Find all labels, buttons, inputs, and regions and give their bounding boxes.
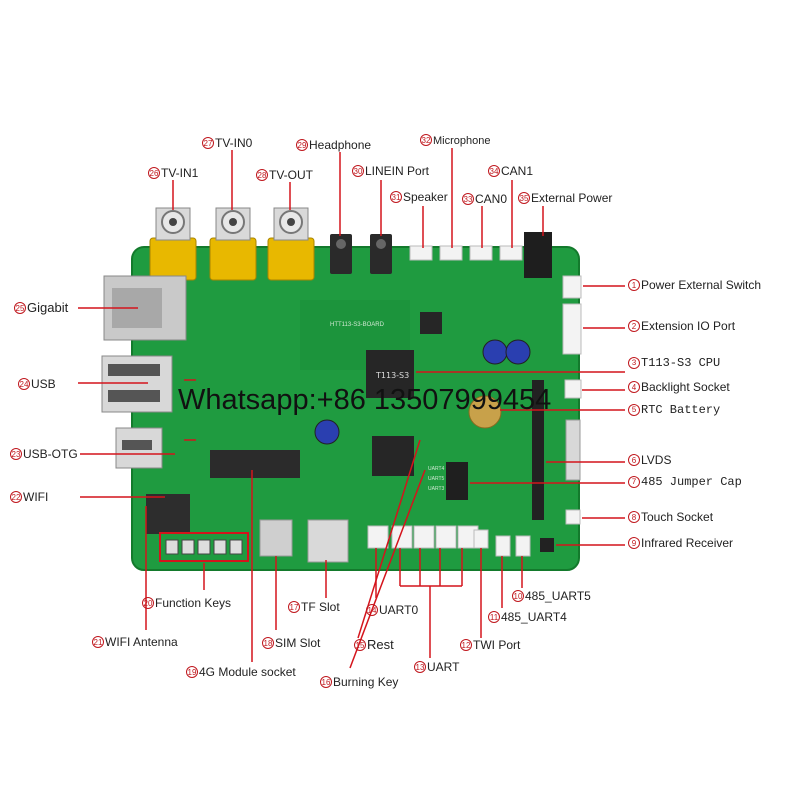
- module-chip: [420, 312, 442, 334]
- rs485-uart5-connector: [515, 535, 531, 557]
- rtc-battery: [468, 395, 502, 429]
- capacitor-3: [314, 419, 340, 445]
- microphone-connector: [439, 245, 463, 261]
- capacitor-2: [505, 339, 531, 365]
- capacitor-1: [482, 339, 508, 365]
- whatsapp-watermark: Whatsapp:+86 13507999454: [178, 384, 552, 416]
- usb-port: [101, 355, 173, 413]
- external-power-jack: [524, 232, 552, 278]
- function-keys-box: [159, 532, 249, 562]
- uart-silk-1: UART4: [428, 466, 445, 472]
- tf-slot: [307, 519, 349, 563]
- rca-jack-tv-in0: [209, 207, 257, 281]
- cpu-silk: T113-S3: [375, 371, 409, 380]
- board-id-silk: HTT113-S3-BOARD: [330, 322, 384, 328]
- twi-connector: [473, 529, 489, 549]
- cpu-chip: [366, 350, 414, 398]
- touch-connector: [565, 509, 581, 525]
- uart-connector-b: [413, 525, 435, 549]
- rs485-uart4-connector: [495, 535, 511, 557]
- sim-slot: [259, 519, 293, 557]
- linein-jack: [370, 234, 392, 274]
- infrared-receiver: [540, 538, 554, 552]
- uart-silk-3: UART3: [428, 486, 445, 492]
- 4g-module-socket: [210, 450, 300, 478]
- wifi-module: [146, 494, 190, 534]
- speaker-connector: [409, 245, 433, 261]
- rca-jack-tv-out: [267, 207, 315, 281]
- memory-chip: [372, 436, 414, 476]
- usb-otg-port: [115, 427, 163, 469]
- leader-lines: [78, 148, 625, 669]
- rca-jack-tv-in1: [149, 207, 197, 281]
- power-switch-connector: [562, 275, 582, 299]
- headphone-jack: [330, 234, 352, 274]
- pin-header: [532, 380, 544, 520]
- backlight-connector: [564, 379, 582, 399]
- uart-silk-2: UART5: [428, 476, 445, 482]
- can0-connector: [469, 245, 493, 261]
- can1-connector: [499, 245, 523, 261]
- uart0-connector: [367, 525, 389, 549]
- jumper-header: [446, 462, 468, 500]
- extension-io-connector: [562, 303, 582, 355]
- function-keys: [165, 539, 243, 555]
- uart-connector-c: [435, 525, 457, 549]
- lvds-connector: [565, 419, 581, 481]
